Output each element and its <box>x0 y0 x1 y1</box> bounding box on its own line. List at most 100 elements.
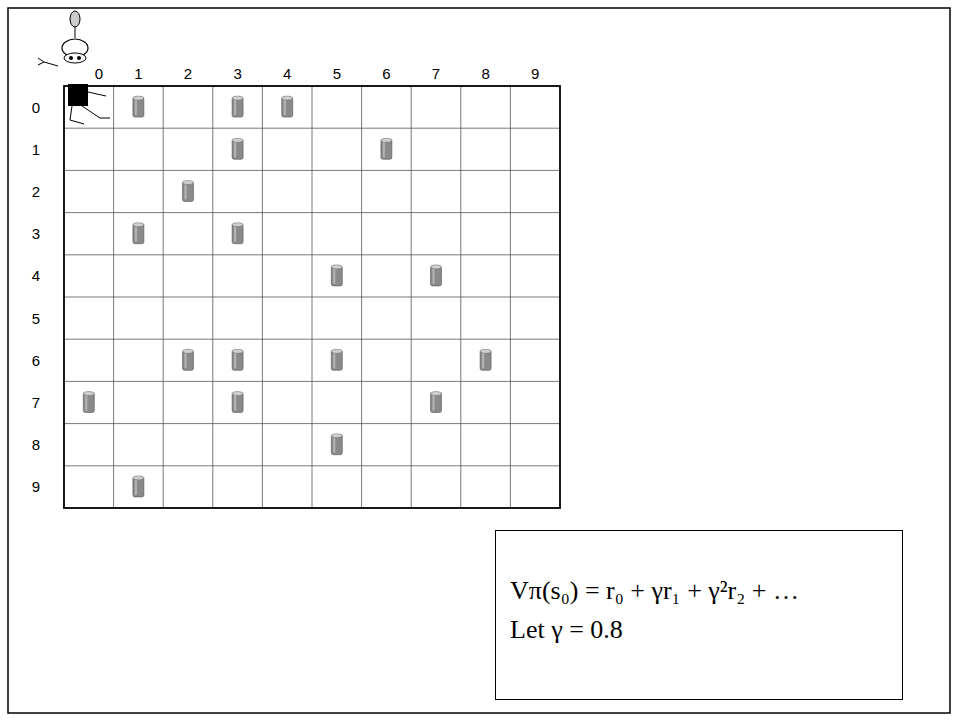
robot-arm <box>44 62 58 66</box>
can <box>480 350 491 370</box>
can-shine <box>234 227 236 242</box>
grid-line <box>64 297 560 298</box>
row-number: 2 <box>32 184 40 199</box>
can-shine <box>433 396 435 411</box>
can-top <box>381 138 392 142</box>
can-shine <box>333 269 335 284</box>
can <box>381 139 392 159</box>
column-number: 4 <box>283 66 291 81</box>
robot-eyes <box>64 53 86 63</box>
can <box>331 350 342 370</box>
can-shine <box>284 100 286 115</box>
robot-body <box>68 84 88 106</box>
grid-line <box>64 381 560 382</box>
grid-line <box>64 465 560 466</box>
row-number: 4 <box>32 268 40 283</box>
robot-bulb <box>70 11 80 27</box>
frame <box>8 8 950 713</box>
can <box>183 182 194 202</box>
grid-line <box>411 86 412 508</box>
can-top <box>183 349 194 353</box>
column-number: 8 <box>481 66 489 81</box>
robot-eye <box>69 56 73 60</box>
can <box>133 477 144 497</box>
can-shine <box>135 100 137 115</box>
can <box>133 97 144 117</box>
can-shine <box>85 396 87 411</box>
can <box>83 393 94 413</box>
robot-legs <box>70 106 110 124</box>
can-top <box>232 392 243 396</box>
grid-line <box>64 339 560 340</box>
column-number: 5 <box>333 66 341 81</box>
robot <box>38 11 110 124</box>
value-equation: Vπ(s₀) = r₀ + γr₁ + γ²r₂ + … <box>510 575 902 606</box>
can-shine <box>482 353 484 368</box>
can-top <box>232 349 243 353</box>
can-shine <box>234 142 236 157</box>
can <box>232 224 243 244</box>
can-shine <box>135 227 137 242</box>
row-number: 6 <box>32 353 40 368</box>
robot-arm <box>88 92 106 96</box>
cans <box>83 96 491 497</box>
row-number: 0 <box>32 100 40 115</box>
can-shine <box>185 185 187 200</box>
can-top <box>83 392 94 396</box>
can <box>232 139 243 159</box>
row-number: 9 <box>32 479 40 494</box>
can-shine <box>433 269 435 284</box>
can-top <box>331 434 342 438</box>
can <box>431 266 442 286</box>
can-shine <box>333 438 335 453</box>
can-shine <box>234 353 236 368</box>
can <box>431 393 442 413</box>
can-top <box>232 96 243 100</box>
grid <box>64 86 560 508</box>
grid-line <box>460 86 461 508</box>
column-number: 9 <box>531 66 539 81</box>
can-top <box>282 96 293 100</box>
can <box>133 224 144 244</box>
robot-eye <box>77 56 81 60</box>
grid-line <box>361 86 362 508</box>
can <box>232 393 243 413</box>
equation-box: Vπ(s₀) = r₀ + γr₁ + γ²r₂ + … Let γ = 0.8 <box>495 530 903 700</box>
column-number: 3 <box>233 66 241 81</box>
can-top <box>431 265 442 269</box>
can <box>232 350 243 370</box>
robot-hand <box>38 58 44 65</box>
can-top <box>133 96 144 100</box>
grid-border <box>64 86 560 508</box>
can-top <box>133 476 144 480</box>
column-number: 6 <box>382 66 390 81</box>
grid-line <box>510 86 511 508</box>
can-top <box>331 349 342 353</box>
row-number: 3 <box>32 226 40 241</box>
can-top <box>133 223 144 227</box>
column-number: 2 <box>184 66 192 81</box>
can-shine <box>234 100 236 115</box>
can-shine <box>135 480 137 495</box>
column-number: 0 <box>95 66 103 81</box>
row-number: 1 <box>32 142 40 157</box>
can <box>282 97 293 117</box>
discount-note: Let γ = 0.8 <box>510 614 902 645</box>
row-number: 5 <box>32 311 40 326</box>
can <box>331 266 342 286</box>
column-number: 1 <box>134 66 142 81</box>
row-number: 7 <box>32 395 40 410</box>
can <box>232 97 243 117</box>
can-shine <box>234 396 236 411</box>
can-top <box>480 349 491 353</box>
can-top <box>183 181 194 185</box>
grid-line <box>64 423 560 424</box>
can-shine <box>383 142 385 157</box>
can-shine <box>333 353 335 368</box>
column-number: 7 <box>432 66 440 81</box>
can <box>331 435 342 455</box>
row-number: 8 <box>32 437 40 452</box>
can <box>183 350 194 370</box>
can-top <box>232 138 243 142</box>
robot-antenna <box>75 26 76 38</box>
